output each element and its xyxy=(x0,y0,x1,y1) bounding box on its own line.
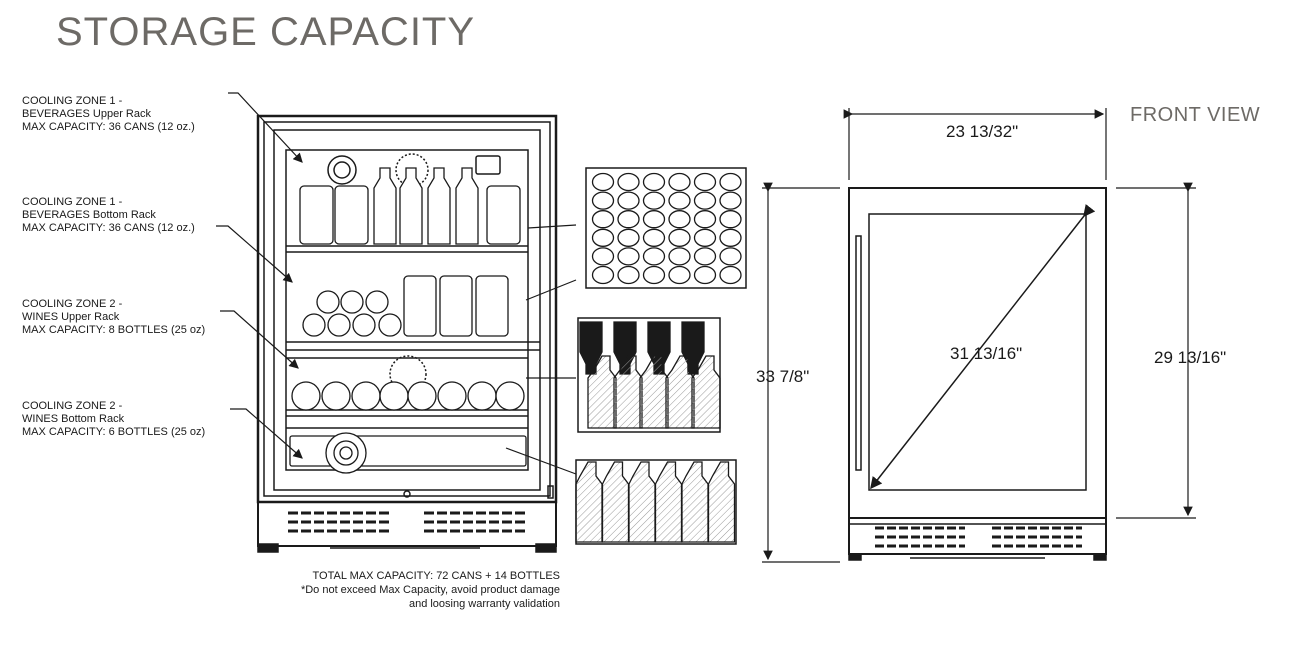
zone-line: MAX CAPACITY: 6 BOTTLES (25 oz) xyxy=(22,426,206,438)
can-slot xyxy=(617,228,640,247)
wine-upper-detail xyxy=(577,317,721,433)
can-slot xyxy=(642,228,666,247)
wine-bottle-hatched xyxy=(681,461,709,543)
width-dimension: 23 13/32" xyxy=(946,122,1019,141)
can-slot xyxy=(719,247,742,266)
wine-bottom-detail xyxy=(575,459,737,545)
can-slot xyxy=(693,265,717,285)
upper-rack-items xyxy=(299,167,521,245)
zone-line: COOLING ZONE 2 - xyxy=(22,400,123,412)
can-slot xyxy=(642,247,666,266)
zone-line: COOLING ZONE 1 - xyxy=(22,95,123,107)
zone-line: COOLING ZONE 2 - xyxy=(22,298,123,310)
can-slot xyxy=(719,265,742,285)
wine-bottle-hatched xyxy=(575,461,603,543)
can-slot xyxy=(617,172,640,192)
dimension-lines xyxy=(762,108,1196,563)
bottom-rack-items xyxy=(302,275,509,337)
can-slot xyxy=(617,247,640,266)
zone-label-wines-upper: COOLING ZONE 2 - WINES Upper Rack MAX CA… xyxy=(22,298,205,337)
zone-label-beverages-bottom: COOLING ZONE 1 - BEVERAGES Bottom Rack M… xyxy=(22,196,195,235)
can-slot xyxy=(617,210,640,229)
fridge-interior xyxy=(256,114,558,553)
can-slot xyxy=(693,191,717,210)
zone-label-beverages-upper: COOLING ZONE 1 - BEVERAGES Upper Rack MA… xyxy=(22,95,195,134)
can-slot xyxy=(668,228,691,247)
front-view-drawing xyxy=(848,187,1107,561)
wine-bottle-hatched xyxy=(613,355,643,429)
can-slot xyxy=(642,265,666,285)
wine-bottle-hatched xyxy=(707,461,736,543)
note-line: TOTAL MAX CAPACITY: 72 CANS + 14 BOTTLES xyxy=(312,570,560,582)
zone-line: WINES Bottom Rack xyxy=(22,413,125,425)
can-slot xyxy=(668,191,691,210)
wine-bottle-hatched xyxy=(654,461,683,543)
zone-line: WINES Upper Rack xyxy=(22,311,120,323)
can-slot xyxy=(591,247,615,266)
wine-bottle-hatched xyxy=(601,461,630,543)
wine-bottle-hatched xyxy=(628,461,656,543)
note-line: *Do not exceed Max Capacity, avoid produ… xyxy=(300,584,560,596)
zone-line: MAX CAPACITY: 36 CANS (12 oz.) xyxy=(22,222,195,234)
can-slot xyxy=(617,191,640,210)
can-slot xyxy=(668,172,691,192)
can-slot xyxy=(719,228,742,247)
can-slot xyxy=(719,172,742,192)
can-slot xyxy=(642,191,666,210)
can-slot xyxy=(591,191,615,210)
can-slot xyxy=(591,172,615,192)
zone-line: BEVERAGES Bottom Rack xyxy=(22,209,156,221)
zone-line: MAX CAPACITY: 8 BOTTLES (25 oz) xyxy=(22,324,206,336)
zone-line: BEVERAGES Upper Rack xyxy=(22,108,151,120)
can-slot xyxy=(668,265,691,285)
can-slot xyxy=(719,210,742,229)
capacity-note: TOTAL MAX CAPACITY: 72 CANS + 14 BOTTLES… xyxy=(246,569,560,611)
page-title: STORAGE CAPACITY xyxy=(56,10,476,54)
can-slot xyxy=(719,191,742,210)
zone-label-wines-bottom: COOLING ZONE 2 - WINES Bottom Rack MAX C… xyxy=(22,400,205,439)
wine-bottle-hatched xyxy=(691,355,721,429)
can-slot xyxy=(642,210,666,229)
can-slot xyxy=(693,172,717,192)
can-rack-detail xyxy=(585,167,747,289)
can-slot xyxy=(693,247,717,266)
zone-line: MAX CAPACITY: 36 CANS (12 oz.) xyxy=(22,121,195,133)
can-slot xyxy=(693,210,717,229)
can-slot xyxy=(591,228,615,247)
wine-bottom-rack-items xyxy=(289,432,527,474)
can-slot xyxy=(591,210,615,229)
can-slot xyxy=(668,210,691,229)
leader-lines xyxy=(216,92,577,475)
can-slot xyxy=(591,265,615,285)
front-view-label: FRONT VIEW xyxy=(1130,104,1261,126)
note-line: and loosing warranty validation xyxy=(408,598,560,610)
zone-line: COOLING ZONE 1 - xyxy=(22,196,123,208)
can-slot xyxy=(668,247,691,266)
can-slot xyxy=(617,265,640,285)
can-slot xyxy=(693,228,717,247)
can-slot xyxy=(642,172,666,192)
wine-upper-rack-items xyxy=(291,381,525,411)
